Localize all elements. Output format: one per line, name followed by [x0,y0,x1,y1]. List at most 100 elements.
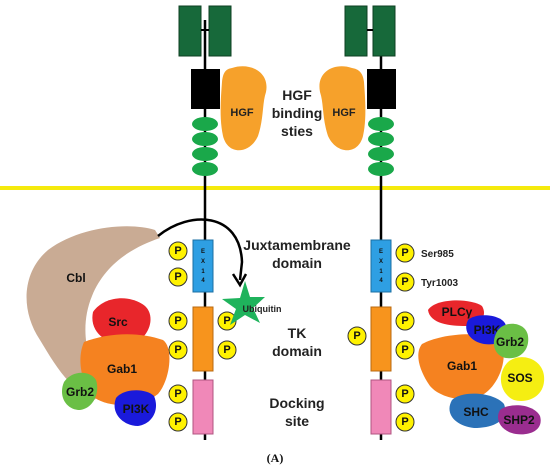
plcy-label: PLCγ [442,305,473,319]
left-exon14-domain [192,239,214,293]
left-phospho-2 [168,267,188,287]
cbl-ubiquitination-arrow [157,218,244,281]
left-phospho-label-8: P [223,344,230,356]
figure-caption: (A) [267,451,284,465]
left-ipt-domain-1 [192,117,218,131]
hgf-binding-label-line3: sties [281,123,313,139]
right-phospho-3 [395,311,415,331]
right-phospho-label-1: P [401,247,408,259]
right-hgf-label: HGF [332,107,356,119]
left-phospho-label-1: P [174,245,181,257]
left-docking-domain [192,379,214,435]
left-psi-domain [191,69,220,109]
right-phospho-label-7: P [353,330,360,342]
gab1-left-label: Gab1 [107,362,137,376]
left-exon14-char-4: 4 [201,278,205,284]
hgf-binding-label-line1: HGF [282,87,312,103]
ubiquitin-star [222,281,265,325]
right-psi-domain [367,69,396,109]
right-phospho-5 [395,384,415,404]
left-phospho-4 [168,340,188,360]
right-ipt-domain-2 [368,132,394,146]
right-hgf-ligand [319,66,366,151]
grb2-right-protein [493,323,529,359]
gab1-left-protein [80,334,170,406]
docking-label-line1: Docking [269,395,324,411]
left-ipt-domain-2 [192,132,218,146]
right-phospho-7 [347,326,367,346]
left-phospho-6 [168,412,188,432]
left-phospho-1 [168,241,188,261]
gab1-right-label: Gab1 [447,359,477,373]
arrowhead [231,273,248,288]
gab1-right-protein [418,334,504,400]
cbl-protein [26,226,161,400]
juxtamembrane-label-line1: Juxtamembrane [243,237,351,253]
left-phospho-label-4: P [174,344,181,356]
shp2-protein [497,405,541,435]
left-phospho-label-2: P [174,271,181,283]
left-tk-domain [192,306,214,372]
shc-label: SHC [463,405,489,419]
right-phospho-2 [395,272,415,292]
tk-label-line2: domain [272,343,322,359]
left-sema-block-1 [178,5,202,57]
right-exon14-char-1: E [379,249,383,255]
grb2-right-label: Grb2 [496,335,524,349]
left-exon14-char-1: E [201,249,205,255]
src-protein [92,298,151,345]
left-exon14-char-2: X [201,259,205,265]
pi3k-left-protein [114,390,157,426]
left-phospho-8 [217,340,237,360]
right-exon14-char-4: 4 [379,278,383,284]
right-phospho-label-3: P [401,315,408,327]
left-exon14-char-3: 1 [201,269,205,275]
pi3k-right-label: PI3K [474,323,501,337]
left-hgf-label: HGF [230,107,254,119]
sos-label: SOS [507,371,532,385]
left-hgf-ligand [220,66,267,151]
left-adapter-complex: Cbl Src Gab1 Grb2 PI3K Ubiquitin [26,218,282,426]
left-phospho-label-5: P [174,388,181,400]
hgf-binding-label-line2: binding [272,105,323,121]
grb2-left-label: Grb2 [66,385,94,399]
right-sema-block-2 [372,5,396,57]
right-exon14-char-2: X [379,259,383,265]
right-ipt-domain-3 [368,147,394,161]
right-adapter-complex: PLCγ Gab1 PI3K Grb2 SOS SHC SHP2 [418,300,545,435]
right-phospho-label-2: P [401,276,408,288]
right-phospho-label-5: P [401,388,408,400]
juxtamembrane-label-line2: domain [272,255,322,271]
shp2-label: SHP2 [503,413,535,427]
ubiquitin-label: Ubiquitin [243,304,282,314]
domain-labels: HGF binding sties Juxtamembrane domain T… [243,87,351,429]
right-phospho-6 [395,412,415,432]
ser985-label: Ser985 [421,249,454,260]
docking-label-line2: site [285,413,309,429]
left-sema-block-2 [208,5,232,57]
right-sema-block-1 [344,5,368,57]
tyr1003-label: Tyr1003 [421,278,459,289]
right-exon14-domain [370,239,392,293]
sos-protein [500,357,545,401]
right-receptor: HGF E X 1 4 P P P P P P P Ser985 Tyr1003 [319,5,459,440]
right-docking-domain [370,379,392,435]
left-phospho-label-7: P [223,315,230,327]
src-label: Src [108,315,128,329]
left-ipt-domain-4 [192,162,218,176]
left-phospho-5 [168,384,188,404]
tk-label-line1: TK [288,325,307,341]
right-phospho-4 [395,340,415,360]
right-tk-domain [370,306,392,372]
right-phospho-1 [395,243,415,263]
left-phospho-3 [168,311,188,331]
left-phospho-label-6: P [174,416,181,428]
left-receptor: HGF E X 1 4 P P P P P P P P [168,5,267,440]
left-ipt-domain-3 [192,147,218,161]
right-ipt-domain-4 [368,162,394,176]
shc-protein [449,393,506,428]
cbl-label: Cbl [66,271,85,285]
right-phospho-label-6: P [401,416,408,428]
right-phospho-label-4: P [401,344,408,356]
